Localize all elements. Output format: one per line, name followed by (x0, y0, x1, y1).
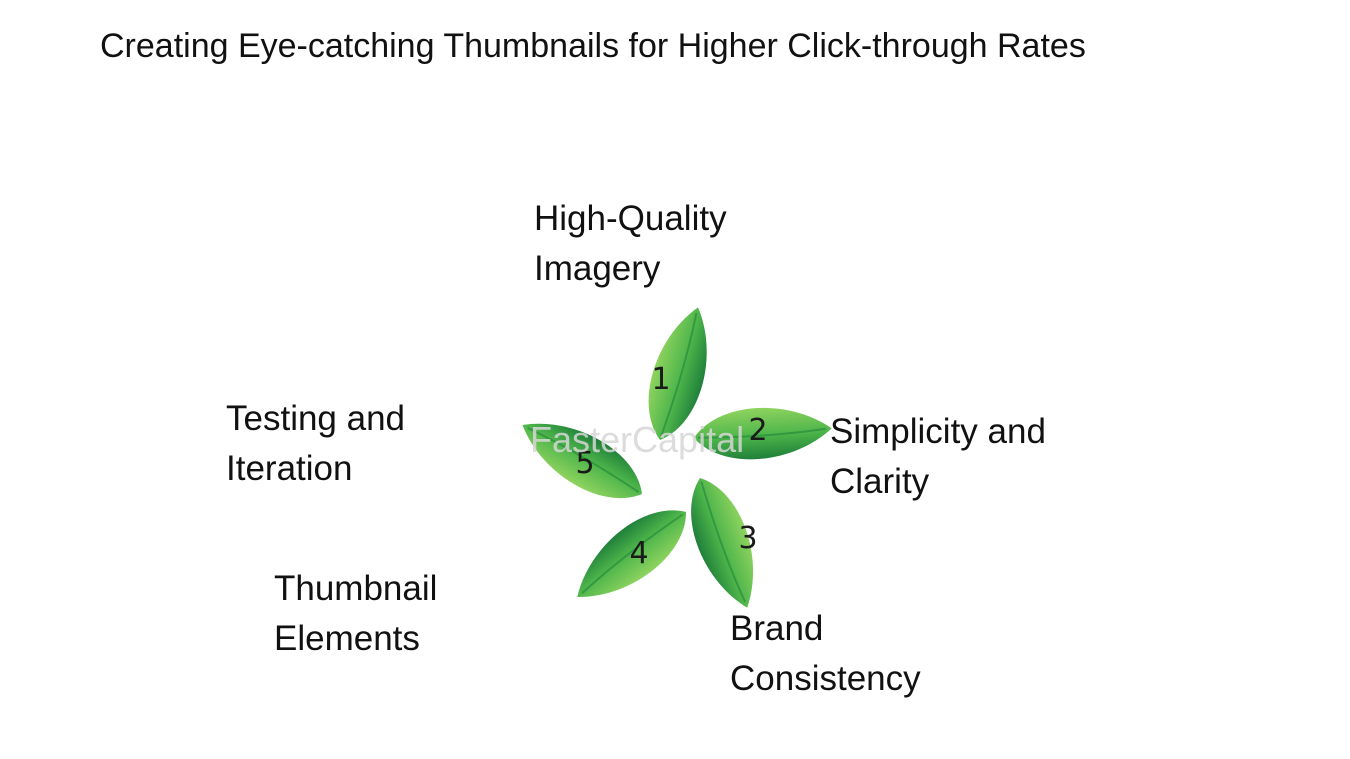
leaf-1 (648, 307, 707, 440)
leaf-4 (577, 510, 687, 597)
leaf-vein (660, 312, 698, 437)
label-line: High-Quality (534, 199, 727, 238)
leaf-number-2: 2 (748, 413, 767, 448)
leaf-vein (697, 427, 826, 439)
label-line: Clarity (830, 462, 930, 501)
label-line: Brand (730, 609, 824, 648)
label-line: Consistency (730, 659, 921, 698)
label-high-quality-imagery: High-Quality Imagery (534, 194, 727, 294)
label-line: Thumbnail (274, 569, 438, 608)
leaf-vein (527, 427, 640, 493)
label-line: Simplicity and (830, 412, 1046, 451)
label-line: Iteration (226, 449, 353, 488)
page-title: Creating Eye-catching Thumbnails for Hig… (100, 27, 1086, 65)
label-line: Testing and (226, 399, 406, 438)
leaf-number-3: 3 (738, 521, 757, 556)
leaf-2 (694, 407, 832, 460)
watermark: FasterCapital (530, 419, 744, 460)
leaf-shape (648, 307, 707, 440)
label-brand-consistency: Brand Consistency (730, 604, 921, 704)
label-testing-and-iteration: Testing and Iteration (226, 394, 405, 494)
leaf-number-4: 4 (629, 536, 648, 571)
leaf-3 (691, 478, 754, 608)
leaf-number-5: 5 (575, 446, 594, 481)
leaf-shape (522, 423, 642, 499)
leaf-vein (700, 481, 747, 603)
leaf-shape (694, 407, 832, 460)
leaf-5 (522, 423, 642, 499)
leaf-number-1: 1 (651, 362, 670, 397)
label-thumbnail-elements: Thumbnail Elements (274, 564, 437, 664)
leaf-vein (581, 513, 684, 595)
label-simplicity-and-clarity: Simplicity and Clarity (830, 407, 1046, 507)
label-line: Imagery (534, 249, 661, 288)
label-line: Elements (274, 619, 420, 658)
